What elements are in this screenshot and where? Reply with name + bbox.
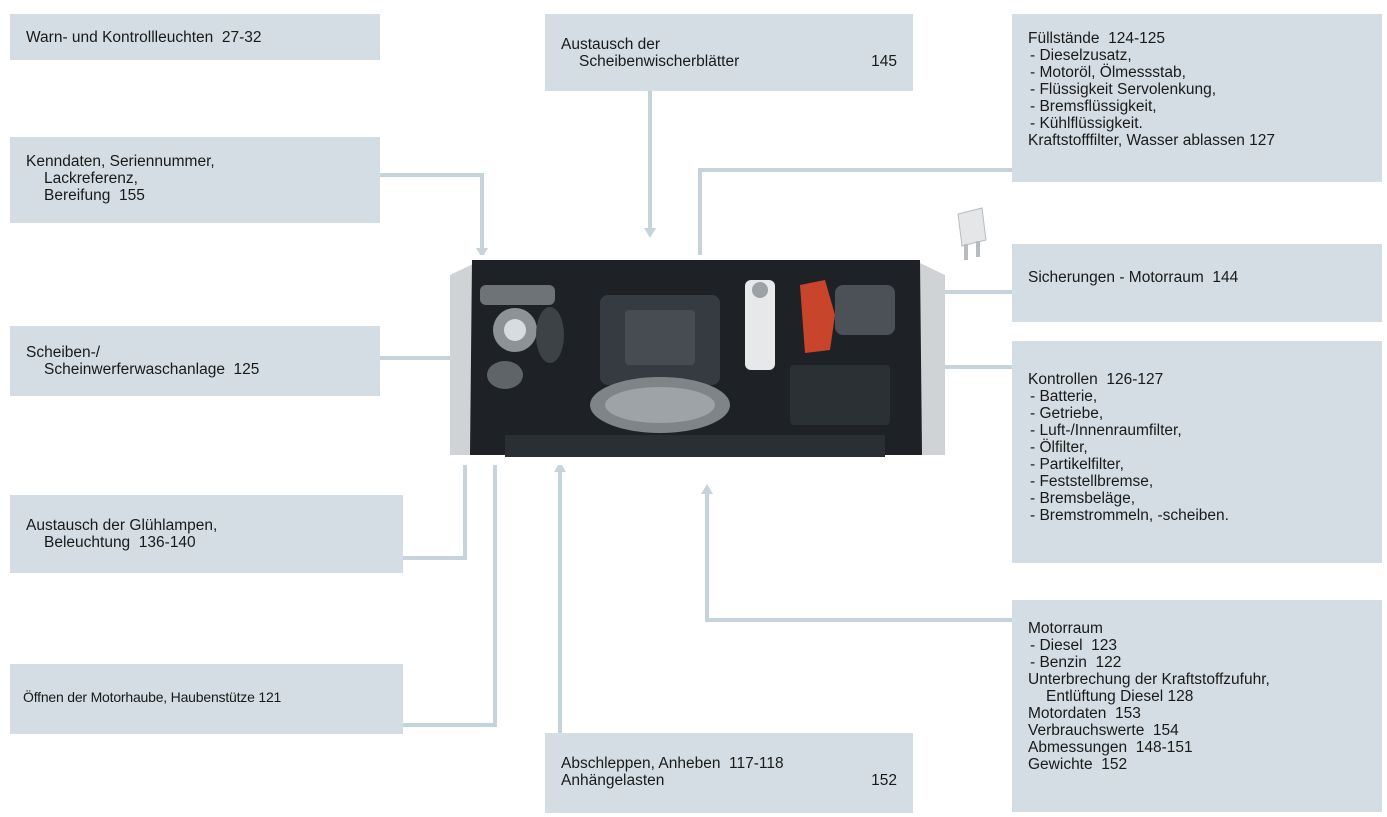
checks-item: - Batterie,: [1030, 388, 1098, 405]
fluid-levels-item: - Bremsflüssigkeit,: [1030, 98, 1157, 115]
engine-bay-image: [450, 255, 945, 465]
checks-item: - Luft-/Innenraumfilter,: [1030, 422, 1182, 439]
arrow-towing: [554, 462, 566, 472]
connector-ident: [380, 173, 484, 250]
checks-item: - Ölfilter,: [1030, 439, 1088, 456]
checks-callout: Kontrollen 126-127 - Batterie, - Getrieb…: [1012, 341, 1382, 563]
fluid-levels-item: - Dieselzusatz,: [1030, 47, 1132, 64]
arrow-engine-bay: [701, 484, 713, 494]
engine-bay-line: Motordaten 153: [1028, 705, 1141, 722]
engine-bay-line: Gewichte 152: [1028, 756, 1128, 773]
fluid-levels-item: - Flüssigkeit Servolenkung,: [1030, 81, 1217, 98]
wiper-blades-page: 145: [871, 53, 897, 70]
bonnet-text: Öffnen der Motorhaube, Haubenstütze 121: [23, 689, 282, 705]
identification-line3: Bereifung 155: [44, 187, 145, 204]
wiper-blades-line1: Austausch der: [561, 36, 661, 53]
engine-bay-callout: Motorraum - Diesel 123 - Benzin 122 Unte…: [1012, 600, 1382, 812]
checks-item: - Getriebe,: [1030, 405, 1104, 422]
bulbs-callout: Austausch der Glühlampen, Beleuchtung 13…: [10, 495, 403, 573]
checks-item: - Bremsbeläge,: [1030, 490, 1136, 507]
checks-item: - Feststellbremse,: [1030, 473, 1154, 490]
engine-bay-item: - Benzin 122: [1030, 654, 1122, 671]
fuses-callout: Sicherungen - Motorraum 144: [1012, 244, 1382, 322]
engine-bay-line: Unterbrechung der Kraftstoffzufuhr,: [1028, 671, 1270, 688]
towing-line1: Abschleppen, Anheben 117-118: [561, 755, 784, 772]
fuses-text: Sicherungen - Motorraum 144: [1028, 269, 1239, 286]
warning-lights-callout: Warn- und Kontrollleuchten 27-32: [10, 14, 380, 60]
towing-callout: Abschleppen, Anheben 117-118 Anhängelast…: [545, 733, 913, 813]
engine-bay-line: Entlüftung Diesel 128: [1046, 688, 1194, 705]
connector-bonnet: [403, 438, 690, 727]
fluid-levels-item: - Kühlflüssigkeit.: [1030, 115, 1143, 132]
fuse-icon: [957, 207, 987, 260]
fluid-levels-footer: Kraftstofffilter, Wasser ablassen 127: [1028, 132, 1275, 149]
towing-line2: Anhängelasten: [561, 772, 665, 789]
identification-callout: Kenndaten, Seriennummer, Lackreferenz, B…: [10, 137, 380, 223]
engine-bay-line: Abmessungen 148-151: [1028, 739, 1193, 756]
bulbs-line1: Austausch der Glühlampen,: [26, 517, 218, 534]
bulbs-line2: Beleuchtung 136-140: [44, 534, 196, 551]
warning-lights-text: Warn- und Kontrollleuchten 27-32: [26, 29, 262, 46]
checks-item: - Bremstrommeln, -scheiben.: [1030, 507, 1229, 524]
engine-bay-line: Verbrauchswerte 154: [1028, 722, 1179, 739]
washer-callout: Scheiben-/ Scheinwerferwaschanlage 125: [10, 326, 380, 396]
checks-title: Kontrollen 126-127: [1028, 371, 1164, 388]
identification-line1: Kenndaten, Seriennummer,: [26, 153, 215, 170]
checks-item: - Partikelfilter,: [1030, 456, 1124, 473]
connector-bulbs: [403, 430, 467, 560]
arrow-wiper: [644, 228, 656, 238]
arrow-ident: [476, 248, 488, 258]
identification-line2: Lackreferenz,: [44, 170, 138, 187]
washer-line2: Scheinwerferwaschanlage 125: [44, 361, 260, 378]
towing-page2: 152: [871, 772, 897, 789]
wiper-blades-callout: Austausch der Scheibenwischerblätter 145: [545, 14, 913, 91]
wiper-blades-line2: Scheibenwischerblätter: [579, 53, 740, 70]
engine-bay-title: Motorraum: [1028, 620, 1103, 637]
bonnet-callout: Öffnen der Motorhaube, Haubenstütze 121: [10, 664, 403, 734]
fluid-levels-title: Füllstände 124-125: [1028, 30, 1166, 47]
fluid-levels-callout: Füllstände 124-125 - Dieselzusatz, - Mot…: [1012, 14, 1382, 182]
fluid-levels-item: - Motoröl, Ölmessstab,: [1030, 64, 1186, 81]
washer-line1: Scheiben-/: [26, 344, 101, 361]
engine-bay-item: - Diesel 123: [1030, 637, 1118, 654]
connector-engine-bay: [705, 492, 1012, 622]
